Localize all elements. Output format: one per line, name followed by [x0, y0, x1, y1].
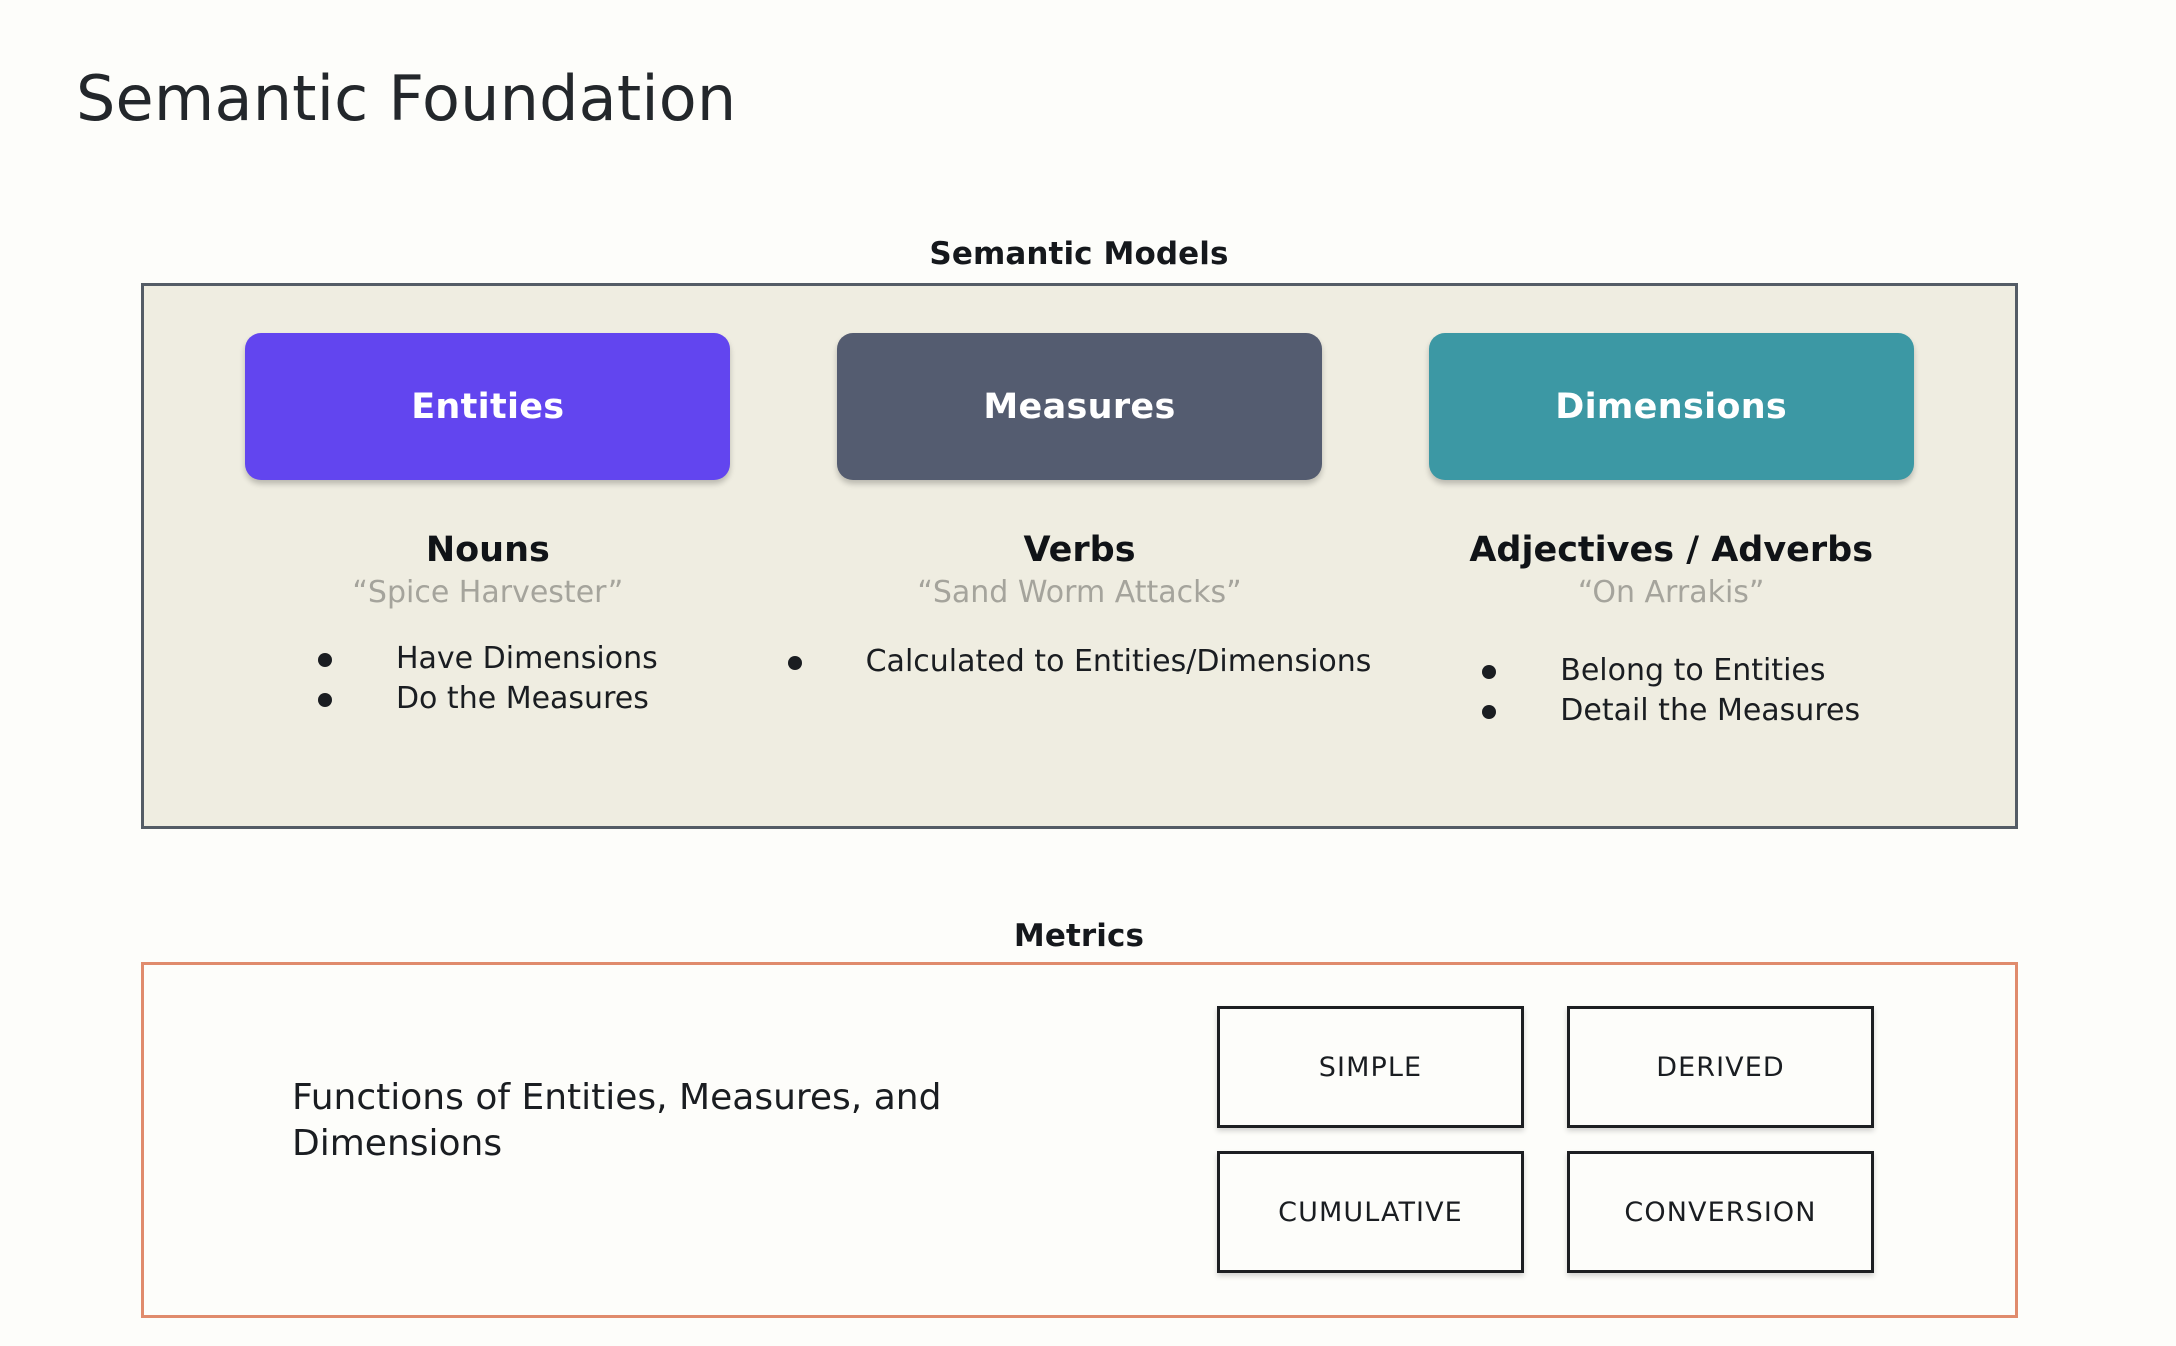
dimensions-pill-label: Dimensions: [1555, 386, 1788, 427]
measures-example: “Sand Worm Attacks”: [917, 574, 1242, 610]
metric-type-derived[interactable]: DERIVED: [1567, 1006, 1874, 1128]
metrics-heading: Metrics: [1013, 918, 1145, 954]
measures-bullet-list: Calculated to Entities/Dimensions: [787, 643, 1371, 683]
list-item: Detail the Measures: [1482, 692, 1860, 730]
dimensions-part-of-speech: Adjectives / Adverbs: [1469, 530, 1874, 570]
dimensions-example: “On Arrakis”: [1577, 574, 1765, 610]
entities-pill-label: Entities: [411, 386, 565, 427]
list-item: Belong to Entities: [1482, 652, 1860, 690]
measures-part-of-speech: Verbs: [1023, 530, 1136, 570]
semantic-models-columns: Entities Nouns “Spice Harvester” Have Di…: [144, 286, 2015, 826]
measures-pill-label: Measures: [983, 386, 1176, 427]
measures-pill[interactable]: Measures: [837, 333, 1322, 480]
entities-pill[interactable]: Entities: [245, 333, 731, 480]
dimensions-bullet-list: Belong to Entities Detail the Measures: [1482, 652, 1860, 733]
list-item: Calculated to Entities/Dimensions: [787, 643, 1371, 681]
metric-type-simple[interactable]: SIMPLE: [1217, 1006, 1524, 1128]
list-item: Have Dimensions: [317, 640, 658, 678]
semantic-model-column-entities: Entities Nouns “Spice Harvester” Have Di…: [192, 333, 784, 721]
entities-bullet-list: Have Dimensions Do the Measures: [317, 640, 658, 721]
semantic-models-panel: Entities Nouns “Spice Harvester” Have Di…: [141, 283, 2018, 829]
metrics-description: Functions of Entities, Measures, and Dim…: [292, 1077, 942, 1165]
list-item: Do the Measures: [317, 680, 658, 718]
metric-type-cumulative[interactable]: CUMULATIVE: [1217, 1151, 1524, 1273]
metrics-type-grid: SIMPLE DERIVED CUMULATIVE CONVERSION: [1217, 1006, 1874, 1273]
metrics-panel: Functions of Entities, Measures, and Dim…: [141, 962, 2018, 1318]
semantic-models-heading: Semantic Models: [929, 236, 1229, 272]
metric-type-conversion[interactable]: CONVERSION: [1567, 1151, 1874, 1273]
entities-part-of-speech: Nouns: [425, 530, 550, 570]
semantic-model-column-dimensions: Dimensions Adjectives / Adverbs “On Arra…: [1375, 333, 1967, 733]
dimensions-pill[interactable]: Dimensions: [1428, 333, 1914, 480]
entities-example: “Spice Harvester”: [352, 574, 624, 610]
semantic-model-column-measures: Measures Verbs “Sand Worm Attacks” Calcu…: [784, 333, 1376, 683]
page-title: Semantic Foundation: [76, 62, 737, 135]
